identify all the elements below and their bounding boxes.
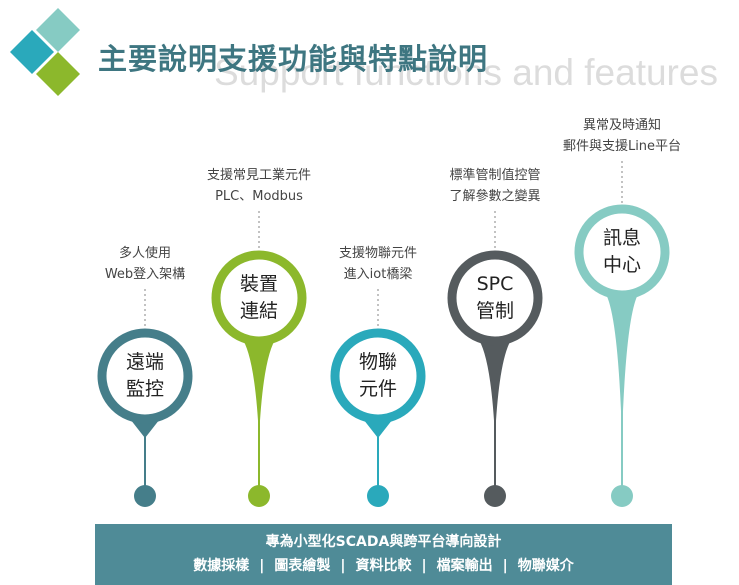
caption-line: PLC、Modbus	[215, 189, 303, 204]
feature-label-iot: 物聯元件	[333, 349, 423, 403]
label-line: SPC	[476, 273, 514, 295]
feature-node-spc	[447, 211, 543, 507]
feature-node-remote	[97, 289, 193, 507]
caption-line: 進入iot橋梁	[343, 267, 413, 282]
caption-line: 支援物聯元件	[338, 246, 417, 261]
feature-caption-message: 異常及時通知郵件與支援Line平台	[532, 115, 712, 157]
caption-line: 異常及時通知	[582, 118, 661, 133]
caption-line: 支援常見工業元件	[206, 168, 311, 183]
summary-item: 檔案輸出	[436, 558, 493, 574]
anchor-dot	[611, 485, 633, 507]
feature-label-message: 訊息中心	[577, 225, 667, 279]
pin-ring	[574, 204, 670, 300]
label-line: 元件	[358, 378, 397, 400]
separator: |	[259, 558, 265, 574]
feature-caption-iot: 支援物聯元件進入iot橋梁	[288, 243, 468, 285]
pin-ring	[211, 250, 307, 346]
caption-line: 標準管制值控管	[449, 168, 541, 183]
pin-tail	[477, 337, 513, 438]
summary-headline: 專為小型化SCADA與跨平台導向設計	[265, 534, 502, 550]
separator: |	[502, 558, 508, 574]
pin-ring	[447, 250, 543, 346]
pin-ring	[97, 328, 193, 424]
feature-node-iot	[330, 289, 426, 507]
label-line: 訊息	[602, 227, 641, 249]
label-line: 管制	[475, 300, 514, 322]
anchor-dot	[367, 485, 389, 507]
summary-item: 圖表繪製	[274, 558, 331, 574]
caption-line: 了解參數之變異	[449, 189, 541, 204]
pin-ring	[330, 328, 426, 424]
caption-line: Web登入架構	[104, 267, 186, 282]
summary-item: 數據採樣	[193, 558, 250, 574]
label-line: 物聯	[358, 351, 397, 373]
feature-label-device: 裝置連結	[214, 271, 304, 325]
summary-item: 資料比較	[355, 558, 412, 574]
anchor-dot	[134, 485, 156, 507]
summary-item: 物聯媒介	[517, 558, 574, 574]
summary-bar: 專為小型化SCADA與跨平台導向設計 數據採樣 | 圖表繪製 | 資料比較 | 檔案輸出 | 物…	[95, 524, 672, 585]
feature-node-message	[574, 161, 670, 507]
label-line: 連結	[239, 300, 278, 322]
feature-caption-remote: 多人使用 Web登入架構	[55, 243, 235, 285]
separator: |	[340, 558, 346, 574]
page-title: 主要說明支援功能與特點說明	[98, 42, 489, 76]
pin-tail	[604, 291, 640, 438]
feature-caption-device: 支援常見工業元件 PLC、Modbus	[169, 165, 349, 207]
label-line: 裝置	[239, 273, 278, 295]
label-line: 監控	[125, 378, 164, 400]
feature-label-remote: 遠端監控	[100, 349, 190, 403]
feature-label-spc: SPC 管制	[450, 271, 540, 325]
caption-line: 多人使用	[118, 246, 171, 261]
feature-node-device	[211, 211, 307, 507]
summary-feature-list: 數據採樣 | 圖表繪製 | 資料比較 | 檔案輸出 | 物聯媒介	[95, 555, 672, 577]
separator: |	[421, 558, 427, 574]
pin-tail	[241, 337, 277, 438]
logo-diamonds-icon	[10, 8, 80, 96]
label-line: 中心	[602, 254, 641, 276]
page-subtitle: Support functions and features	[214, 52, 718, 93]
caption-line: 郵件與支援Line平台	[562, 139, 682, 154]
anchor-dot	[484, 485, 506, 507]
anchor-dot	[248, 485, 270, 507]
label-line: 遠端	[125, 351, 164, 373]
feature-caption-spc: 標準管制值控管了解參數之變異	[405, 165, 585, 207]
